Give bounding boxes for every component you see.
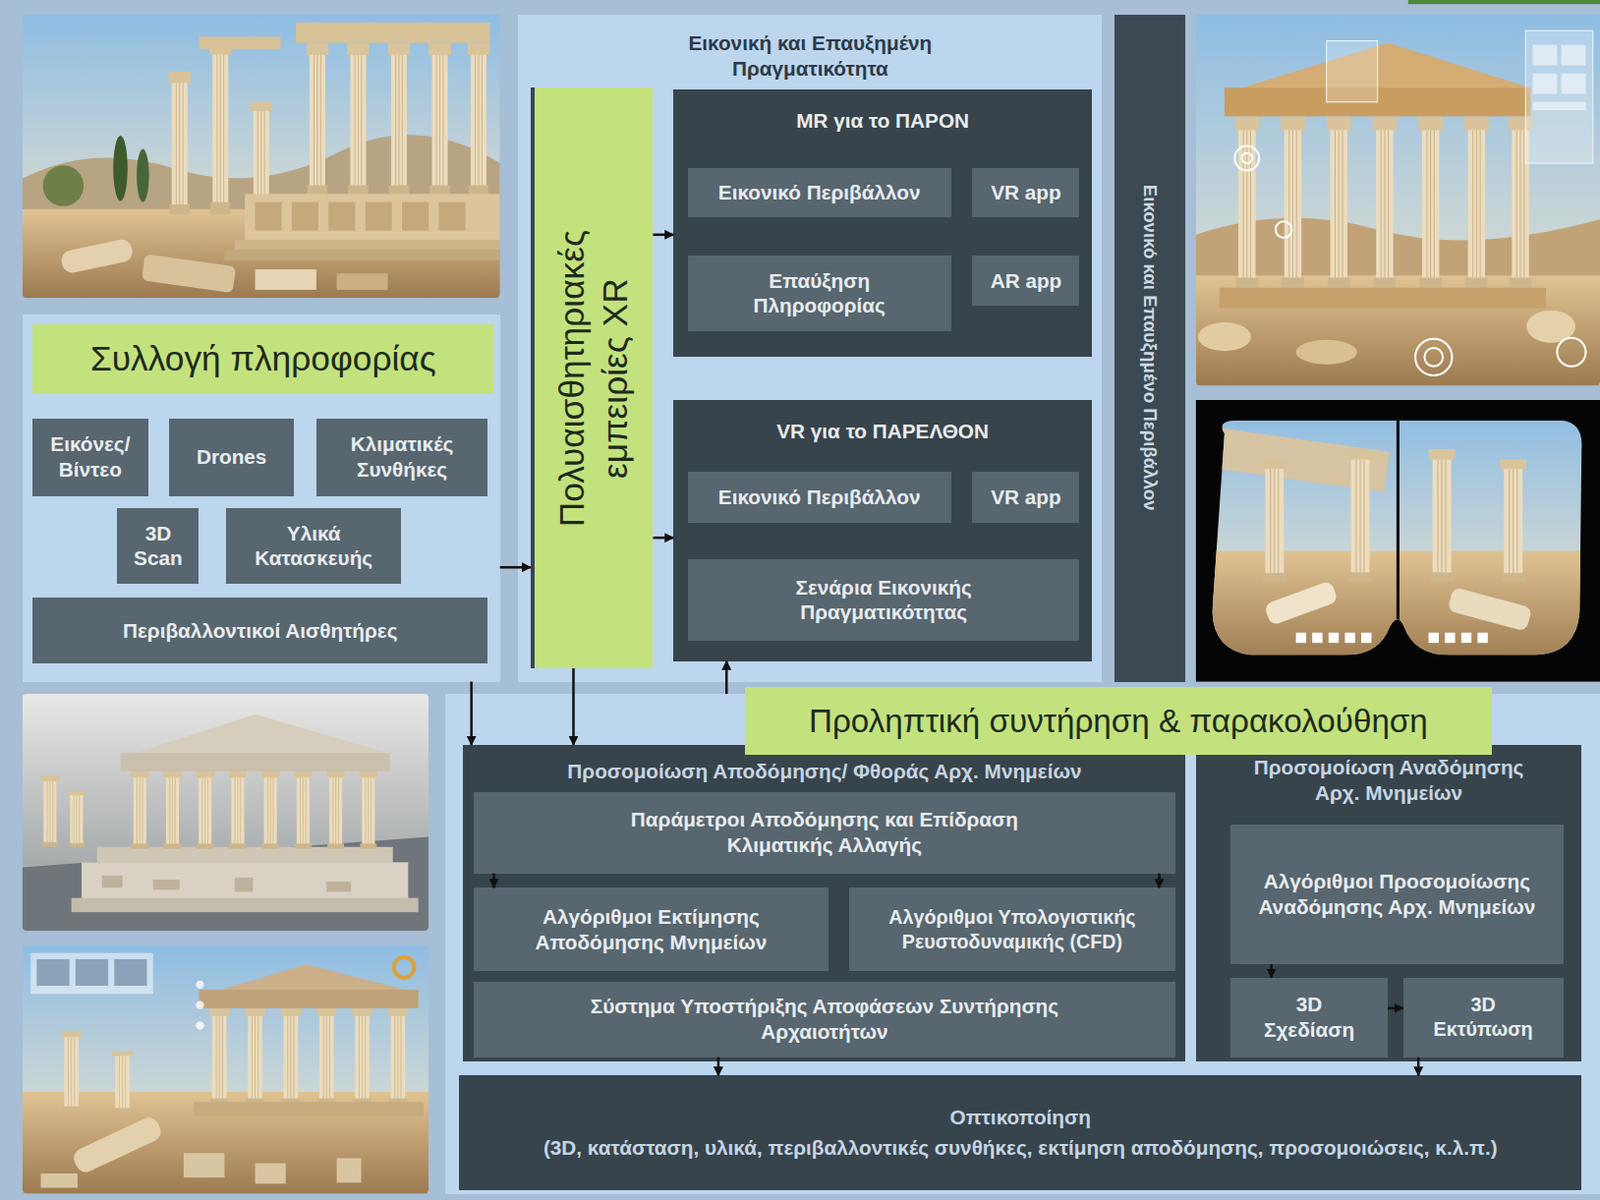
model-photo [22,693,429,931]
box-label: Εικονικό Περιβάλλον [718,484,921,511]
box-label: Υλικά Κατασκευής [242,520,386,572]
flow-arrow [500,566,531,570]
flow-arrow [571,668,575,745]
section-title: Συλλογή πληροφορίας [32,324,494,395]
flow-arrow [469,682,473,745]
box-label: Οπτικοποίηση [950,1104,1091,1131]
decay-group: Προσομοίωση Αποδόμησης/ Φθοράς Αρχ. Μνημ… [462,744,1186,1062]
vertical-label: Εικονικό και Επαυξημένο Περιβάλλον [1138,26,1161,670]
flow-arrow [492,873,496,889]
box-label: 3D Σχεδίαση [1257,991,1361,1043]
maintenance-panel: Προληπτική συντήρηση & παρακολούθησηΠροσ… [445,693,1600,1195]
collection-panel: Συλλογή πληροφορίαςΕικόνες/ Βίντεο Drones… [22,314,501,683]
box-label: Παράμετροι Αποδόμησης και Επίδραση Κλιμα… [584,806,1065,858]
digital-twin-photo [22,944,429,1194]
process-box: Εικονικό Περιβάλλον [687,471,952,523]
box-label: VR app [990,179,1061,206]
group-title: VR για το ΠΑΡΕΛΘΟΝ [776,418,989,445]
flow-arrow [725,661,729,694]
vr-headset-view [1196,400,1600,683]
source-box: Υλικά Κατασκευής [226,508,401,584]
flow-arrow [652,536,674,540]
box-label: Σύστημα Υποστήριξης Αποφάσεων Συντήρησης… [538,993,1110,1045]
process-box: Αλγόριθμοι Υπολογιστικής Ρευστοδυναμικής… [849,887,1176,972]
vertical-label: Πολυαισθητηριακές εμπειρίες XR [550,164,637,593]
flow-arrow [1157,873,1161,889]
process-box: Επαύξηση Πληροφορίας [687,255,952,333]
source-box: 3D Scan [116,508,199,584]
box-note: (3D, κατάσταση, υλικά, περιβαλλοντικές σ… [543,1135,1498,1161]
vr-group: VR για το ΠΑΡΕΛΘΟΝ Εικονικό Περιβάλλον VR … [673,400,1092,662]
box-label: 3D Scan [132,520,184,572]
group-title: Προσομοίωση Αποδόμησης/ Φθοράς Αρχ. Μνημ… [567,758,1082,785]
process-box: Παράμετροι Αποδόμησης και Επίδραση Κλιμα… [473,792,1176,874]
app-box: VR app [971,471,1080,523]
restoration-group: Προσομοίωση Αναδόμησης Αρχ. ΜνημείωνΑλγό… [1196,744,1582,1062]
xr-band: Πολυαισθητηριακές εμπειρίες XR [530,87,654,669]
box-label: Εικόνες/ Βίντεο [39,431,141,483]
box-label: 3D Εκτύπωση [1431,992,1535,1041]
flow-arrow [652,233,674,237]
flow-arrow [1269,964,1273,978]
app-box: AR app [971,255,1080,307]
xr-panel: Εικονική και Επαυξημένη ΠραγματικότηταΠο… [517,14,1102,683]
group-title: MR για το ΠΑΡΟΝ [796,108,970,134]
process-box: Εικονικό Περιβάλλον [687,168,952,218]
box-label: Κλιματικές Συνθήκες [323,431,481,483]
mr-group: MR για το ΠΑΡΟΝ Εικονικό Περιβάλλον VR app… [673,89,1092,357]
box-label: AR app [990,268,1063,294]
box-label: Αλγόριθμοι Υπολογιστικής Ρευστοδυναμικής… [856,905,1169,954]
box-label: Αλγόριθμοι Προσομοίωσης Αναδόμησης Αρχ. … [1244,868,1550,920]
group-title: Προσομοίωση Αναδόμησης Αρχ. Μνημείων [1241,754,1538,806]
group-title: Εικονική και Επαυξημένη Πραγματικότητα [641,30,979,82]
flow-arrow [1387,1007,1404,1011]
source-box: Drones [169,418,294,497]
source-box: Εικόνες/ Βίντεο [32,418,148,497]
box-label: Σενάρια Εικονικής Πραγματικότητας [761,574,1007,627]
process-box: Αλγόριθμοι Εκτίμησης Αποδόμησης Μνημείων [473,887,829,972]
box-label: Drones [196,444,268,470]
box-label: Περιβαλλοντικοί Αισθητήρες [122,618,399,644]
visualisation-box: Οπτικοποίηση (3D, κατάσταση, υλικά, περιβ… [458,1075,1582,1190]
process-box: Σύστημα Υποστήριξης Αποφάσεων Συντήρησης… [473,981,1176,1058]
box-label: Επαύξηση Πληροφορίας [727,268,912,320]
ruins-photo [22,14,501,299]
flow-arrow [1417,1057,1421,1077]
environment-band: Εικονικό και Επαυξημένο Περιβάλλον [1114,14,1187,683]
box-label: VR app [990,484,1061,511]
process-box: 3D Εκτύπωση [1403,977,1564,1058]
process-box: Αλγόριθμοι Προσομοίωσης Αναδόμησης Αρχ. … [1230,824,1563,965]
app-box: VR app [971,168,1080,218]
flow-arrow [717,1057,721,1077]
box-label: Εικονικό Περιβάλλον [718,179,921,206]
process-box: Σενάρια Εικονικής Πραγματικότητας [687,559,1081,641]
source-box: Περιβαλλοντικοί Αισθητήρες [32,597,488,663]
process-box: 3D Σχεδίαση [1230,977,1388,1058]
ar-temple-photo [1196,14,1600,387]
box-label: Αλγόριθμοι Εκτίμησης Αποδόμησης Μνημείων [480,904,822,956]
source-box: Κλιματικές Συνθήκες [316,418,488,497]
section-title: Προληπτική συντήρηση & παρακολούθηση [744,686,1492,756]
